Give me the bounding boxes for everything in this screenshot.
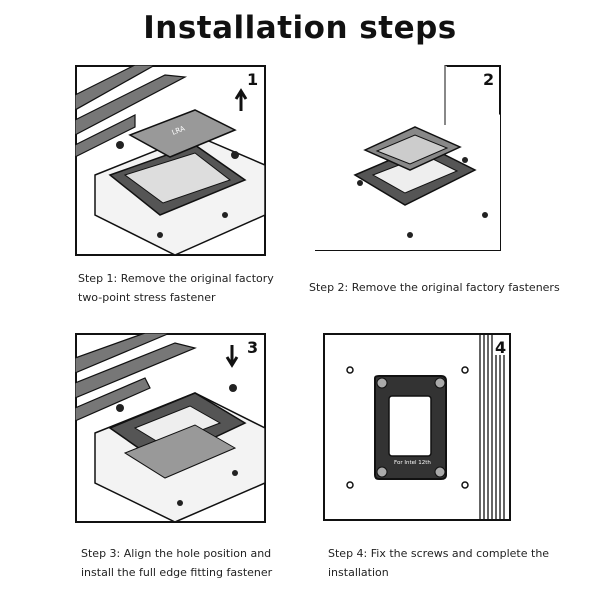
step-number: 4 xyxy=(495,338,506,357)
caption-line: Step 4: Fix the screws and complete the xyxy=(328,547,550,560)
step-4-caption: Step 4: Fix the screws and complete the … xyxy=(328,544,549,582)
step-number: 2 xyxy=(483,70,494,89)
caption-line: install the full edge fitting fastener xyxy=(81,566,273,579)
step-number: 1 xyxy=(247,70,258,89)
bracket-label: For Intel 12th xyxy=(394,460,431,466)
caption-line: two-point stress fastener xyxy=(78,291,216,304)
step-2-illustration: 2 xyxy=(315,65,501,251)
step-1-illustration: LRA 1 xyxy=(75,65,266,256)
step-2-caption: Step 2: Remove the original factory fast… xyxy=(309,278,560,297)
caption-line: Step 1: Remove the original factory xyxy=(78,272,274,285)
page-title: Installation steps xyxy=(143,10,457,46)
step-3-illustration: 3 xyxy=(75,333,266,523)
step-4-illustration: 4 For Intel 12th xyxy=(323,333,511,521)
step-number: 3 xyxy=(247,338,258,357)
caption-line: installation xyxy=(328,566,389,579)
caption-line: Step 2: Remove the original factory fast… xyxy=(309,281,560,294)
step-1-caption: Step 1: Remove the original factory two-… xyxy=(78,269,274,307)
caption-line: Step 3: Align the hole position and xyxy=(81,547,272,560)
step-3-caption: Step 3: Align the hole position and inst… xyxy=(81,544,272,582)
